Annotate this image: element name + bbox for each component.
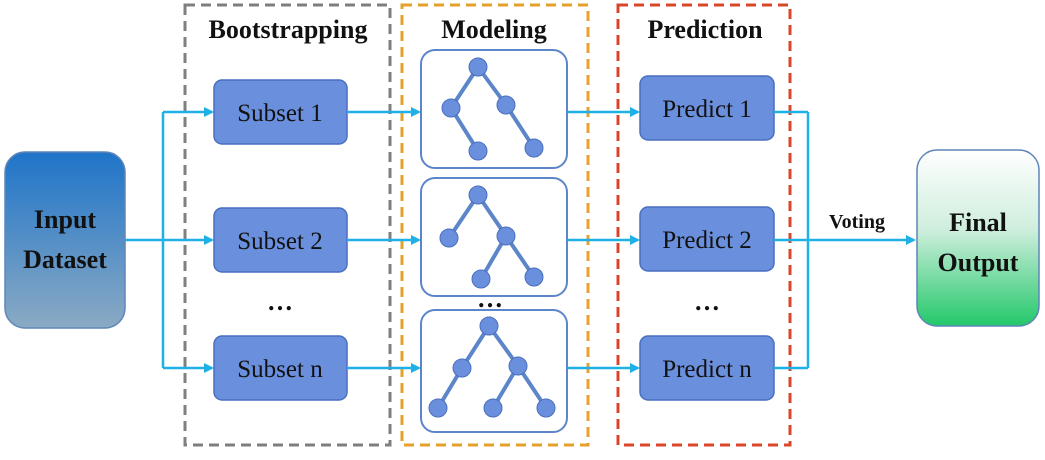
predict-box-1: [639, 75, 775, 141]
tree-to-prediction-arrows: [567, 107, 640, 373]
predict-ellipsis: …: [694, 287, 720, 316]
prediction-title: Prediction: [647, 15, 763, 44]
input-connectors: [125, 107, 214, 373]
voting-connectors: [774, 110, 916, 370]
predict-label-1: Predict 1: [662, 96, 752, 123]
modeling-title: Modeling: [441, 15, 546, 44]
output-label-line1: Final: [949, 208, 1007, 237]
bootstrapping-title: Bootstrapping: [209, 15, 368, 44]
subset-label-n: Subset n: [237, 356, 323, 383]
subset-to-tree-arrows: [347, 107, 421, 373]
subset-ellipsis: …: [267, 287, 293, 316]
prediction-frame: [616, 3, 792, 447]
bootstrapping-frame: [183, 3, 392, 447]
input-dataset-box: [4, 151, 126, 329]
tree-ellipsis: …: [477, 284, 503, 313]
modeling-frame: [400, 3, 590, 447]
input-label-line1: Input: [34, 205, 96, 234]
predict-label-2: Predict 2: [662, 227, 752, 254]
decision-tree-1: [420, 49, 568, 169]
predict-label-n: Predict n: [662, 356, 752, 383]
subset-label-1: Subset 1: [237, 100, 322, 127]
decision-tree-n: [420, 309, 568, 433]
voting-label: Voting: [829, 211, 885, 233]
decision-tree-2: [420, 177, 568, 297]
input-label-line2: Dataset: [23, 245, 107, 274]
final-output-box: [916, 149, 1040, 327]
subset-label-2: Subset 2: [237, 228, 322, 255]
output-label-line2: Output: [938, 248, 1019, 277]
